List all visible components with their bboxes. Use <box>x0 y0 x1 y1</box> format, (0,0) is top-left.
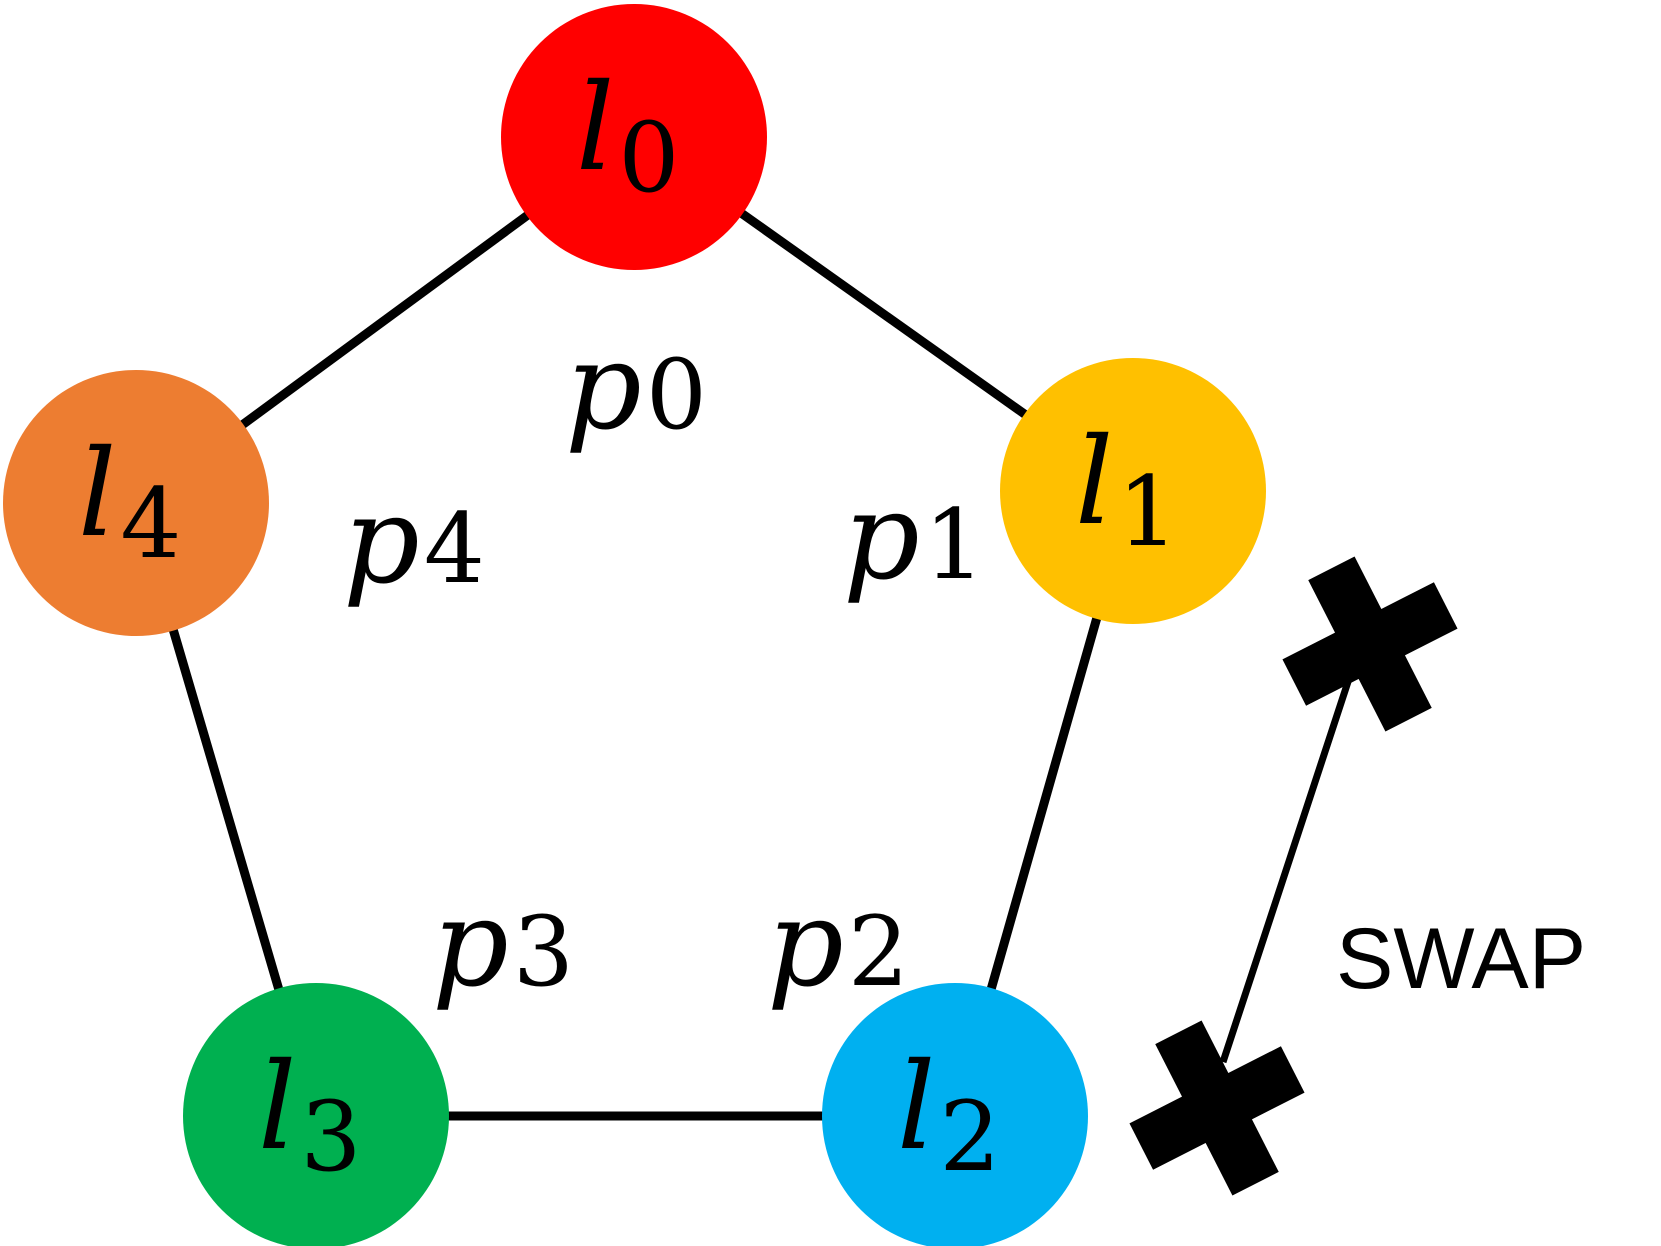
node-label-base: l <box>1075 413 1113 552</box>
node-label-base: l <box>576 59 614 198</box>
node-l0: l0 <box>501 4 767 270</box>
node-label-subscript: 3 <box>300 1081 361 1193</box>
node-label: l0 <box>576 59 679 214</box>
node-label: l3 <box>258 1038 361 1193</box>
node-l1: l1 <box>1000 358 1266 624</box>
node-label: l1 <box>1075 413 1178 568</box>
node-l4: l4 <box>3 370 269 636</box>
position-label-base: p <box>843 468 920 607</box>
edges-layer <box>131 133 1138 1121</box>
position-label-base: p <box>432 875 509 1014</box>
node-circle <box>1000 358 1266 624</box>
node-l2: l2 <box>822 983 1088 1246</box>
node-label-subscript: 1 <box>1117 456 1178 568</box>
node-circle <box>501 4 767 270</box>
position-label: p4 <box>343 472 485 611</box>
position-label-base: p <box>343 472 420 611</box>
node-circle <box>3 370 269 636</box>
cross-icon <box>1282 556 1458 732</box>
position-label-subscript: 1 <box>924 489 985 601</box>
position-label-subscript: 0 <box>646 339 707 451</box>
position-label-subscript: 3 <box>513 896 574 1008</box>
node-label-base: l <box>258 1038 296 1177</box>
node-l3: l3 <box>183 983 449 1246</box>
node-label: l4 <box>78 425 181 580</box>
position-label: p0 <box>565 318 707 457</box>
swap-connector-line <box>1219 625 1370 1064</box>
node-label-base: l <box>78 425 116 564</box>
node-label: l2 <box>897 1038 1000 1193</box>
position-label: p3 <box>432 875 574 1014</box>
node-circle <box>183 983 449 1246</box>
node-label-subscript: 4 <box>120 468 181 580</box>
position-label-subscript: 4 <box>424 493 485 605</box>
position-label-base: p <box>565 318 642 457</box>
node-label-base: l <box>897 1038 935 1177</box>
position-label-base: p <box>767 875 844 1014</box>
swap-indicator: SWAP <box>1129 556 1586 1196</box>
position-label-subscript: 2 <box>848 896 909 1008</box>
cross-icon <box>1129 1020 1305 1196</box>
node-label-subscript: 2 <box>939 1081 1000 1193</box>
position-label: p2 <box>767 875 909 1014</box>
swap-label: SWAP <box>1336 911 1586 1007</box>
position-label: p1 <box>843 468 985 607</box>
node-circle <box>822 983 1088 1246</box>
node-label-subscript: 0 <box>618 102 679 214</box>
